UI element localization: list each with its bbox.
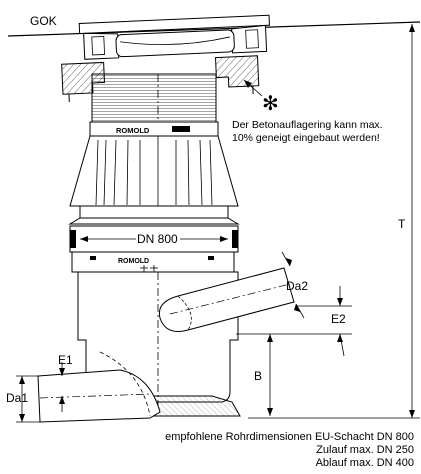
- note-line-1: Der Betonauflagering kann max.: [232, 119, 383, 131]
- caption-line-3: Ablauf max. DN 400: [316, 457, 414, 469]
- e2-label: E2: [331, 312, 346, 326]
- caption-line-2: Zulauf max. DN 250: [316, 444, 414, 456]
- asterisk-marker: ✻: [262, 93, 279, 115]
- e1-label: E1: [58, 353, 73, 367]
- gok-label: GOK: [30, 14, 57, 28]
- brand-label-bottom: ROMOLD: [118, 258, 149, 265]
- da2-label: Da2: [286, 279, 308, 293]
- note-line-2: 10% geneigt eingebaut werden!: [232, 132, 380, 144]
- caption-line-1: empfohlene Rohrdimensionen EU-Schacht DN…: [165, 431, 414, 443]
- telescopic-pipe: [92, 74, 216, 126]
- cone-section: [70, 136, 238, 206]
- b-label: B: [254, 369, 262, 383]
- da1-label: Da1: [6, 391, 28, 405]
- t-label: T: [398, 217, 406, 231]
- brand-label-top: ROMOLD: [116, 126, 150, 135]
- dn800-label: DN 800: [137, 232, 178, 246]
- manhole-cover: [79, 15, 270, 59]
